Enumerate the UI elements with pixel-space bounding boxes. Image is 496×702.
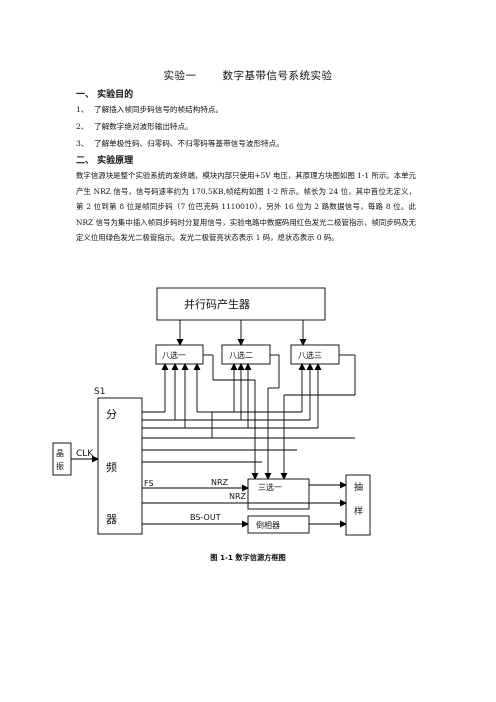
list-item-text: 了解数字绝对波形输出特点。 (94, 122, 193, 131)
page-title: 实验一 数字基带信号系统实验 (0, 68, 496, 83)
mux-label-2: 八选二 (229, 350, 253, 360)
sampler-box (345, 474, 371, 536)
parallel-code-generator-box (156, 287, 326, 321)
bs-out-label: BS-OUT (190, 513, 221, 522)
crystal-char-2: 振 (56, 461, 64, 471)
frequency-divider-box (97, 397, 143, 535)
s1-label: S1 (94, 387, 105, 397)
section-heading-principles: 二、 实验原理 (76, 156, 134, 166)
list-item-text: 了解单极性码、归零码、不归零码等基带信号波形特点。 (94, 139, 284, 148)
list-item-number: 2、 (76, 122, 89, 131)
fs-label: FS (144, 479, 154, 488)
figure-caption: 图 1-1 数字信源方框图 (210, 553, 286, 562)
divider-char-2: 频 (106, 460, 117, 474)
list-item: 3、了解单极性码、归零码、不归零码等基带信号波形特点。 (76, 138, 284, 149)
crystal-char-1: 晶 (56, 449, 64, 458)
three-to-one-selector-label: 三选一 (258, 482, 282, 492)
section-heading-objectives: 一、 实验目的 (76, 90, 134, 100)
title-main: 数字基带信号系统实验 (222, 70, 333, 82)
three-to-one-selector-box (247, 478, 310, 510)
parallel-code-generator-label: 并行码产生器 (184, 297, 250, 311)
mux-label-1: 八选一 (162, 350, 186, 360)
list-item-text: 了解插入帧同步码信号的帧结构特点。 (94, 105, 224, 114)
sampler-char-2: 样 (354, 505, 363, 517)
list-item-number: 3、 (76, 139, 89, 148)
list-item: 1、了解插入帧同步码信号的帧结构特点。 (76, 104, 223, 115)
divider-char-3: 器 (106, 513, 117, 526)
list-item: 2、了解数字绝对波形输出特点。 (76, 121, 193, 132)
nrz-label-2: NRZ (229, 492, 247, 501)
sampler-char-1: 抽 (354, 481, 363, 493)
title-prefix: 实验一 (163, 70, 197, 82)
clk-label: CLK (76, 449, 94, 459)
divider-char-1: 分 (106, 408, 117, 421)
principle-paragraph: 数字信源块是整个实验系统的发终端，模块内部只使用+5V 电压，其原理方块图如图 … (76, 171, 416, 243)
mux-box-1 (155, 344, 204, 365)
inverter-label: 倒相器 (256, 520, 280, 530)
list-item-number: 1、 (76, 105, 89, 114)
nrz-label: NRZ (211, 478, 229, 487)
mux-label-3: 八选三 (298, 350, 322, 360)
